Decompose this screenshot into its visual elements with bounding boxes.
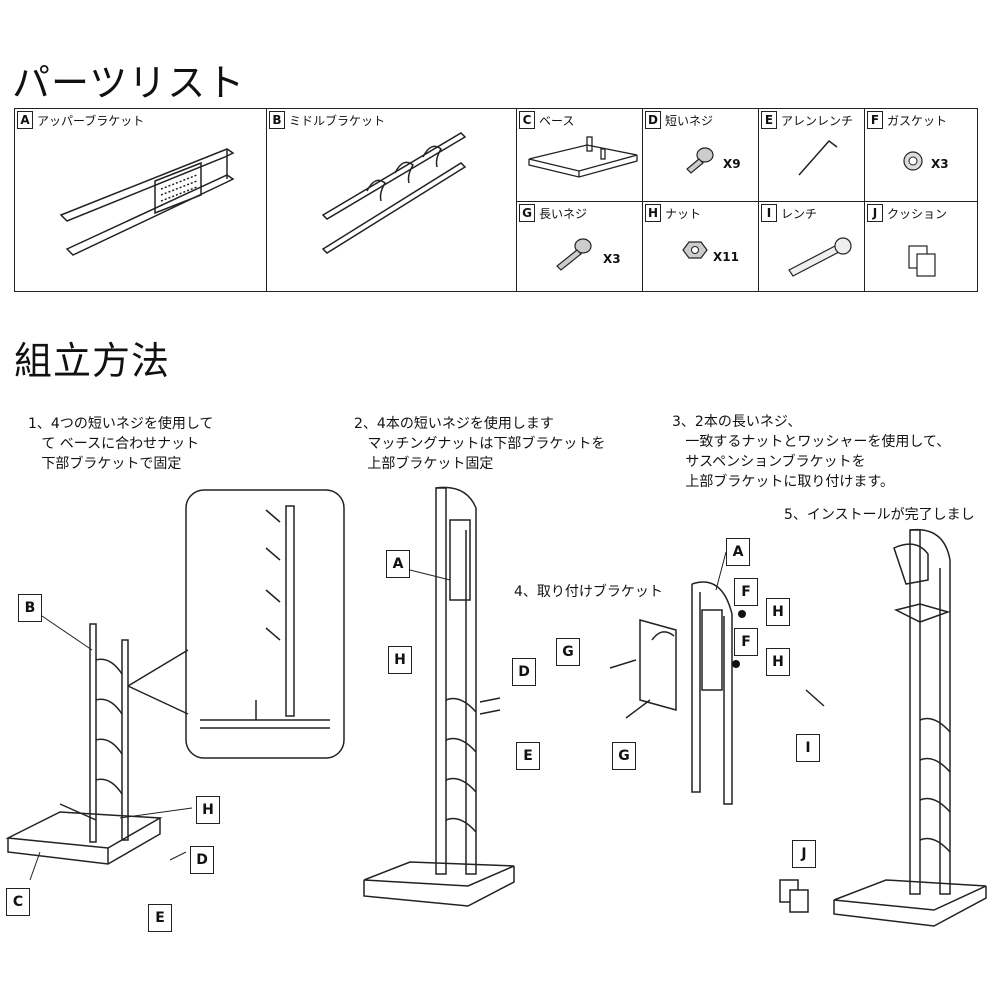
part-letter: B [269,111,285,129]
part-letter: H [645,204,661,222]
part-name: ナット [665,206,702,221]
part-name: 長いネジ [539,206,588,221]
part-letter: I [761,204,777,222]
step-3-drawing [609,581,825,805]
part-qty: X3 [603,252,621,266]
part-cell-a: A アッパーブラケット [15,109,267,291]
callout-d: D [512,658,536,686]
callout-g: G [612,742,636,770]
part-cell-g: G 長いネジ X3 [517,201,643,291]
zoom-inset-drawing [185,489,345,759]
callout-h: H [766,648,790,676]
part-letter: J [867,204,883,222]
part-letter: G [519,204,535,222]
callout-d: D [190,846,214,874]
allen-wrench-icon [798,139,838,176]
callout-f: F [734,578,758,606]
step-1-stand-drawing [5,623,189,865]
step-2-text: 2、4本の短いネジを使用します マッチングナットは下部ブラケットを 上部ブラケッ… [354,416,606,472]
callout-e: E [516,742,540,770]
base-icon [528,136,638,178]
part-letter: C [519,111,535,129]
cushion-icon [908,245,936,277]
callout-c: C [6,888,30,916]
part-cell-f: F ガスケット X3 [865,109,977,201]
part-qty: X9 [723,157,741,171]
wrench-icon [788,237,852,277]
part-cell-i: I レンチ [759,201,865,291]
part-cell-h: H ナット X11 [643,201,759,291]
step-4-text: 4、取り付けブラケット [514,584,663,600]
middle-bracket-icon [321,132,467,254]
part-name: ガスケット [887,113,948,128]
part-name: 短いネジ [665,113,714,128]
callout-b: B [18,594,42,622]
callout-j: J [792,840,816,868]
part-letter: E [761,111,777,129]
callout-h: H [388,646,412,674]
part-cell-j: J クッション [865,201,977,291]
upper-bracket-icon [59,148,235,256]
part-cell-d: D 短いネジ X9 [643,109,759,201]
callout-f: F [734,628,758,656]
callout-a: A [726,538,750,566]
part-name: アッパーブラケット [37,113,145,128]
step-5-stand-drawing [779,528,987,927]
part-cell-e: E アレンレンチ [759,109,865,201]
part-name: アレンレンチ [781,113,854,128]
part-letter: A [17,111,33,129]
callout-e: E [148,904,172,932]
short-screw-icon [686,147,714,174]
step-3-text: 3、2本の長いネジ、 一致するナットとワッシャーを使用して、 サスペンションブラ… [672,414,951,490]
part-qty: X3 [931,157,949,171]
callout-g: G [556,638,580,666]
callout-h: H [766,598,790,626]
callout-i: I [796,734,820,762]
part-name: レンチ [781,206,818,221]
leader-lines [29,551,727,881]
callout-a: A [386,550,410,578]
part-qty: X11 [713,250,739,264]
part-cell-c: C ベース [517,109,643,201]
step-1-text: 1、4つの短いネジを使用して て ベースに合わせナット 下部ブラケットで固定 [28,416,214,472]
assembly-title: 組立方法 [14,339,171,383]
gasket-icon [903,151,923,171]
nut-icon [682,241,708,259]
step-5-text: 5、インストールが完了しまし [784,507,975,523]
part-cell-b: B ミドルブラケット [267,109,517,291]
step-2-stand-drawing [363,486,515,907]
part-name: クッション [887,206,948,221]
part-name: ミドルブラケット [289,113,386,128]
part-name: ベース [539,113,575,128]
long-screw-icon [556,238,592,271]
part-letter: F [867,111,883,129]
part-letter: D [645,111,661,129]
callout-h: H [196,796,220,824]
parts-list-title: パーツリスト [12,61,246,105]
